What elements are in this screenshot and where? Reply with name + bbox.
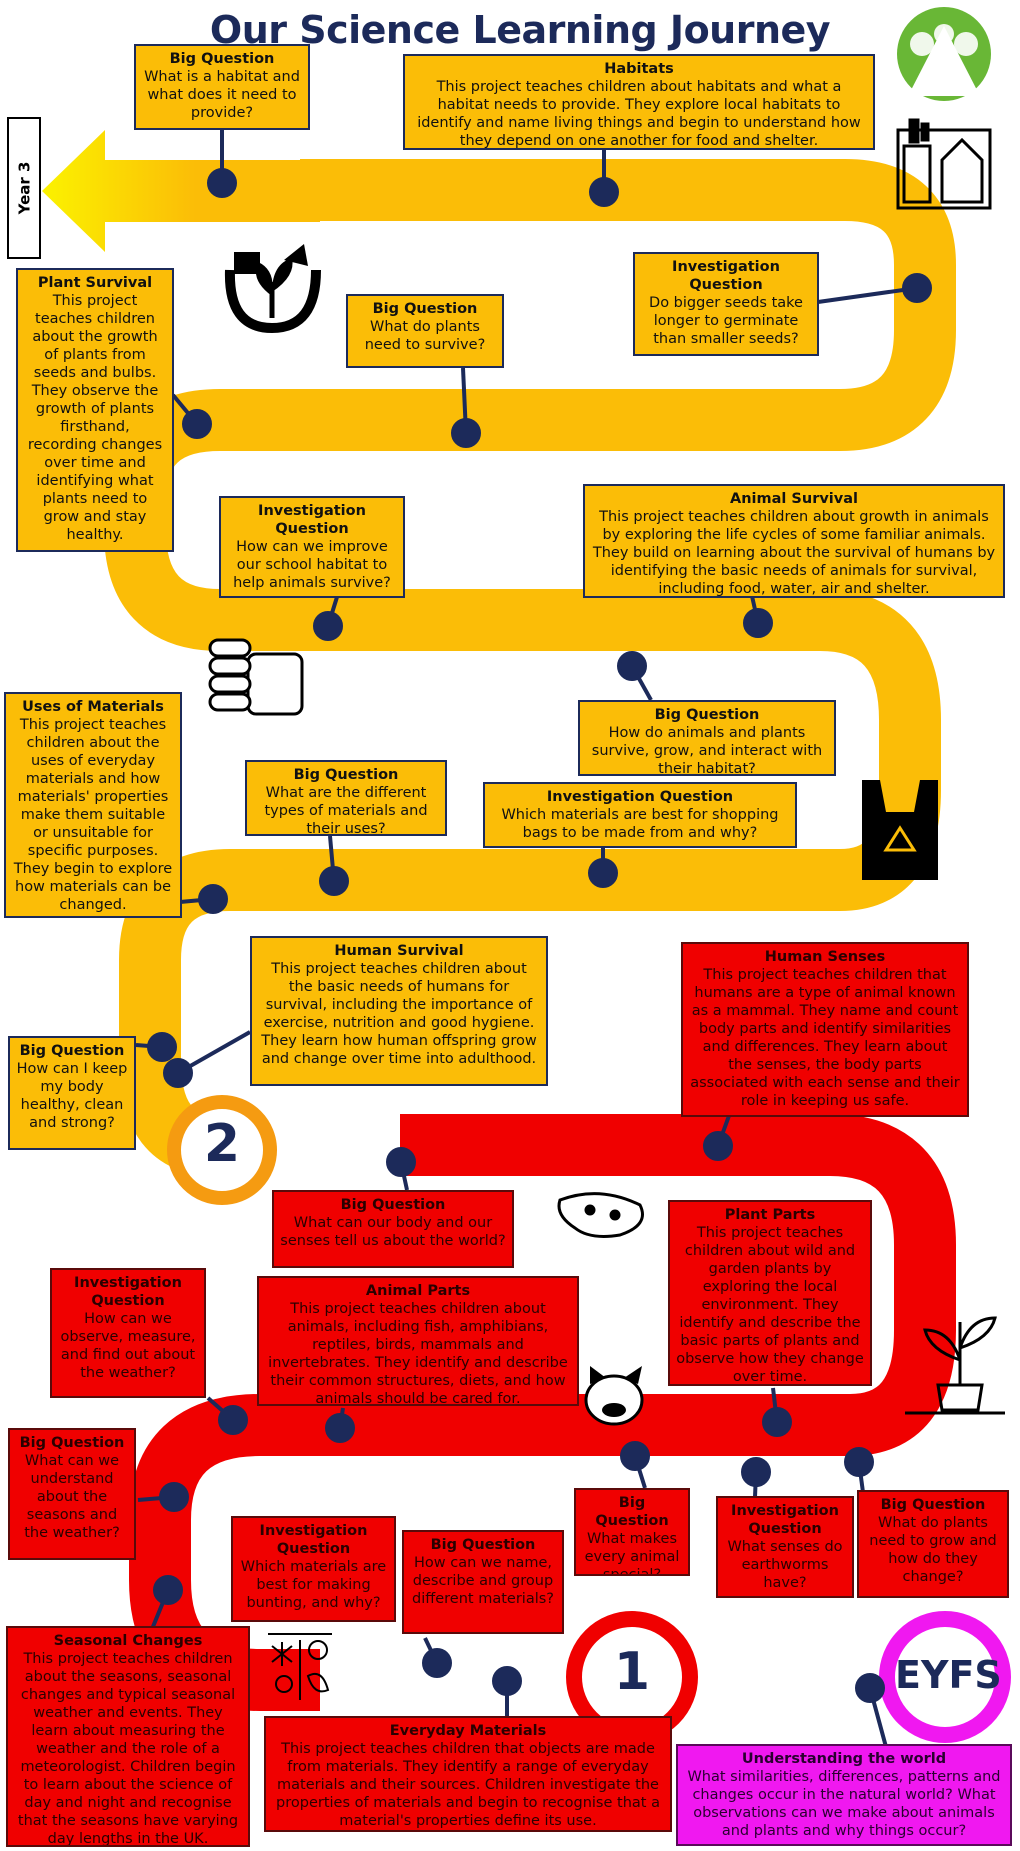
shopping-bag-icon (862, 780, 938, 880)
plant-calendar-icon (224, 244, 321, 334)
year-3-label: Year 3 (7, 117, 41, 259)
road-arrow (42, 130, 320, 252)
salamander-icon (557, 1192, 644, 1238)
potted-plant-icon (905, 1316, 1005, 1415)
dog-icon (584, 1366, 644, 1426)
stage-1-number: 1 (613, 1642, 651, 1702)
stage-2-number: 2 (203, 1114, 241, 1174)
stage-2-ring (167, 1095, 277, 1205)
tree-logo-icon (897, 7, 991, 101)
fist-icon (208, 638, 304, 716)
eyfs-number: EYFS (895, 1653, 1002, 1697)
page-title: Our Science Learning Journey (209, 8, 831, 52)
seasons-icon (268, 1633, 332, 1700)
eyfs-ring (879, 1611, 1011, 1743)
habitat-building-icon (896, 118, 992, 210)
